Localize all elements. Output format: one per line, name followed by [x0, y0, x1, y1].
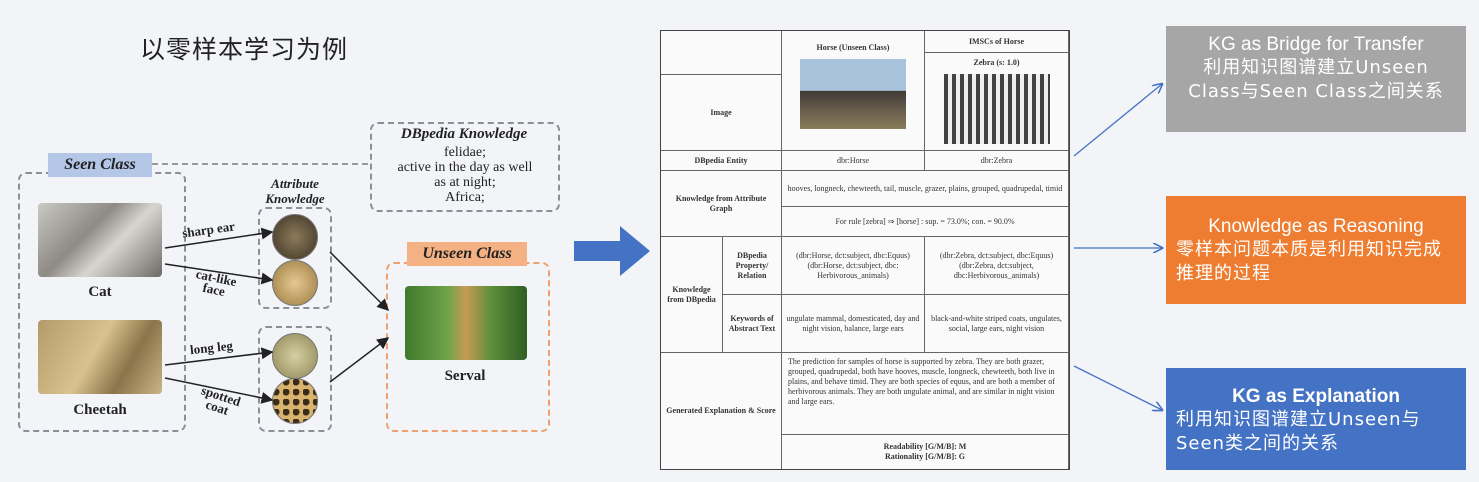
row-kdb: Knowledge from DBpedia	[661, 237, 723, 353]
dbpedia-knowledge-box	[370, 122, 560, 212]
ear-image	[272, 214, 318, 260]
kw-zebra: black-and-white striped coats, ungulates…	[925, 295, 1069, 353]
dbpedia-line: as at night;	[434, 175, 496, 190]
row-gen: Generated Explanation & Score	[661, 353, 782, 469]
entity-horse: dbr:Horse	[782, 151, 925, 171]
unseen-class-tag: Unseen Class	[407, 242, 527, 266]
dbpedia-knowledge-text: felidae; active in the day as well as at…	[374, 145, 556, 205]
serval-image	[405, 286, 527, 360]
box-bridge-heading: KG as Bridge for Transfer	[1208, 34, 1424, 55]
box-reasoning-body: 零样本问题本质是利用知识完成推理的过程	[1176, 239, 1442, 285]
table-corner	[661, 31, 782, 75]
dbpedia-line: active in the day as well	[397, 160, 533, 175]
box-bridge: KG as Bridge for Transfer 利用知识图谱建立Unseen…	[1166, 26, 1466, 132]
attribute-knowledge-label: Attribute Knowledge	[265, 176, 325, 206]
serval-label: Serval	[444, 368, 486, 384]
cat-label: Cat	[88, 284, 112, 300]
cat-image	[38, 203, 162, 277]
row-image: Image	[661, 75, 782, 151]
pointer-arrows	[1073, 60, 1168, 420]
kw-horse: ungulate mammal, domesticated, day and n…	[782, 295, 925, 353]
scores: Readability [G/M/B]: M Rationality [G/M/…	[782, 435, 1069, 469]
prop-horse: (dbr:Horse, dct:subject, dbc:Equus) (dbr…	[782, 237, 925, 295]
box-explanation-heading: KG as Explanation	[1232, 386, 1400, 407]
readability: Readability [G/M/B]: M	[883, 442, 967, 451]
zebra-image	[943, 74, 1050, 144]
row-prop: DBpedia Property/ Relation	[723, 237, 782, 295]
row-keywords: Keywords of Abstract Text	[723, 295, 782, 353]
dbpedia-line: Africa;	[445, 190, 485, 205]
horse-header: Horse (Unseen Class)	[782, 31, 925, 151]
rationality: Rationality [G/M/B]: G	[885, 452, 965, 461]
gen-text: The prediction for samples of horse is s…	[782, 353, 1069, 435]
cheetah-label: Cheetah	[73, 402, 127, 418]
box-reasoning-heading: Knowledge as Reasoning	[1208, 216, 1424, 237]
horse-header-text: Horse (Unseen Class)	[816, 43, 890, 52]
row-attr: Knowledge from Attribute Graph	[661, 171, 782, 237]
cheetah-image	[38, 320, 162, 394]
box-bridge-body: 利用知识图谱建立Unseen Class与Seen Class之间关系	[1188, 57, 1444, 103]
zebra-header: Zebra (s: 1.0)	[925, 53, 1069, 151]
diagram-edges	[152, 163, 390, 404]
attribute-box-bottom	[258, 326, 332, 432]
zebra-header-text: Zebra (s: 1.0)	[973, 58, 1020, 67]
prop-zebra: (dbr:Zebra, dct:subject, dbc:Equus) (dbr…	[925, 237, 1069, 295]
entity-zebra: dbr:Zebra	[925, 151, 1069, 171]
face-image	[272, 260, 318, 306]
attribute-box-top	[258, 207, 332, 309]
horse-image	[800, 59, 906, 129]
rule-text: For rule [zebra] ⇒ [horse] : sup. = 73.0…	[782, 207, 1069, 237]
seen-class-tag: Seen Class	[48, 153, 152, 177]
slide-title: 以零样本学习为例	[140, 35, 349, 64]
box-explanation-body: 利用知识图谱建立Unseen与Seen类之间的关系	[1176, 409, 1421, 455]
imscs-header: IMSCs of Horse	[925, 31, 1069, 53]
attr-text: hooves, longneck, chewteeth, tail, muscl…	[782, 171, 1069, 207]
dbpedia-knowledge-title: DBpedia Knowledge	[400, 126, 528, 142]
box-explanation: KG as Explanation 利用知识图谱建立Unseen与Seen类之间…	[1166, 368, 1466, 470]
box-reasoning: Knowledge as Reasoning 零样本问题本质是利用知识完成推理的…	[1166, 196, 1466, 304]
explanation-table: Horse (Unseen Class) IMSCs of Horse Zebr…	[660, 30, 1070, 470]
coat-image	[272, 378, 318, 424]
big-arrow-icon	[574, 226, 650, 276]
dbpedia-line: felidae;	[444, 145, 486, 160]
row-entity: DBpedia Entity	[661, 151, 782, 171]
